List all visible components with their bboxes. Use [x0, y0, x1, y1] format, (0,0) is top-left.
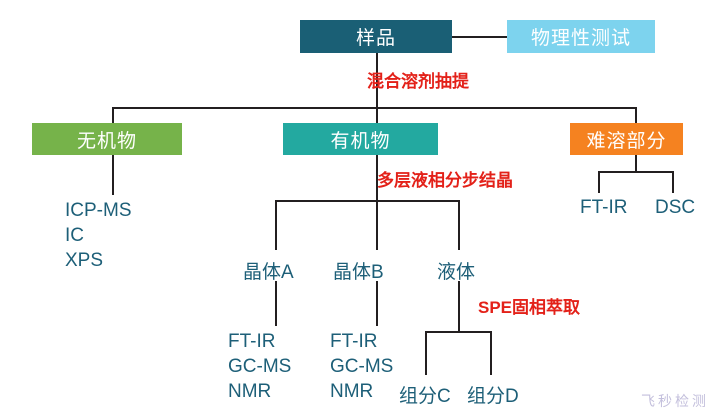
node-crystal-a[interactable]: 晶体A [243, 262, 294, 283]
connector-insoluble-down [635, 155, 637, 172]
node-sample[interactable]: 样品 [300, 20, 452, 53]
connector-crystal-b-methods [376, 281, 378, 326]
process-mixed-solvent-extraction: 混合溶剂抽提 [367, 72, 469, 91]
connector-to-component-c [425, 331, 427, 375]
connector-to-insoluble [635, 107, 637, 124]
process-multilayer-crystallization: 多层液相分步结晶 [377, 171, 513, 190]
node-component-d[interactable]: 组分D [467, 386, 519, 407]
technique-insoluble-ftir: FT-IR [580, 197, 628, 218]
connector-main-bus [112, 107, 636, 109]
node-component-c[interactable]: 组分C [399, 386, 451, 407]
technique-insoluble-dsc: DSC [655, 197, 696, 218]
node-insoluble[interactable]: 难溶部分 [570, 123, 683, 155]
connector-sample-down [376, 52, 378, 108]
connector-sample-to-physical [440, 36, 508, 38]
node-organic[interactable]: 有机物 [283, 123, 438, 155]
connector-to-organic [376, 107, 378, 124]
techniques-inorganic: ICP-MS IC XPS [65, 200, 132, 271]
connector-to-ftir-insoluble [598, 171, 600, 193]
connector-crystallization-bus [275, 200, 459, 202]
connector-insoluble-bus [598, 171, 673, 173]
connector-organic-down [376, 155, 378, 201]
connector-to-inorganic [112, 107, 114, 124]
watermark-label: 飞秒检测 [641, 393, 709, 409]
connector-to-dsc [672, 171, 674, 193]
node-liquid[interactable]: 液体 [437, 262, 476, 283]
process-spe-extraction: SPE固相萃取 [478, 298, 581, 317]
connector-to-component-d [490, 331, 492, 375]
techniques-crystal-a: FT-IR GC-MS NMR [228, 331, 292, 402]
connector-spe-bus [425, 331, 491, 333]
node-physical-test[interactable]: 物理性测试 [507, 20, 655, 53]
connector-to-crystal-b [376, 200, 378, 250]
node-crystal-b[interactable]: 晶体B [333, 262, 384, 283]
connector-inorganic-methods [112, 155, 114, 195]
node-inorganic[interactable]: 无机物 [32, 123, 182, 155]
connector-crystal-a-methods [275, 281, 277, 326]
connector-liquid-down [458, 281, 460, 332]
connector-to-liquid [458, 200, 460, 250]
techniques-crystal-b: FT-IR GC-MS NMR [330, 331, 394, 402]
connector-to-crystal-a [275, 200, 277, 250]
